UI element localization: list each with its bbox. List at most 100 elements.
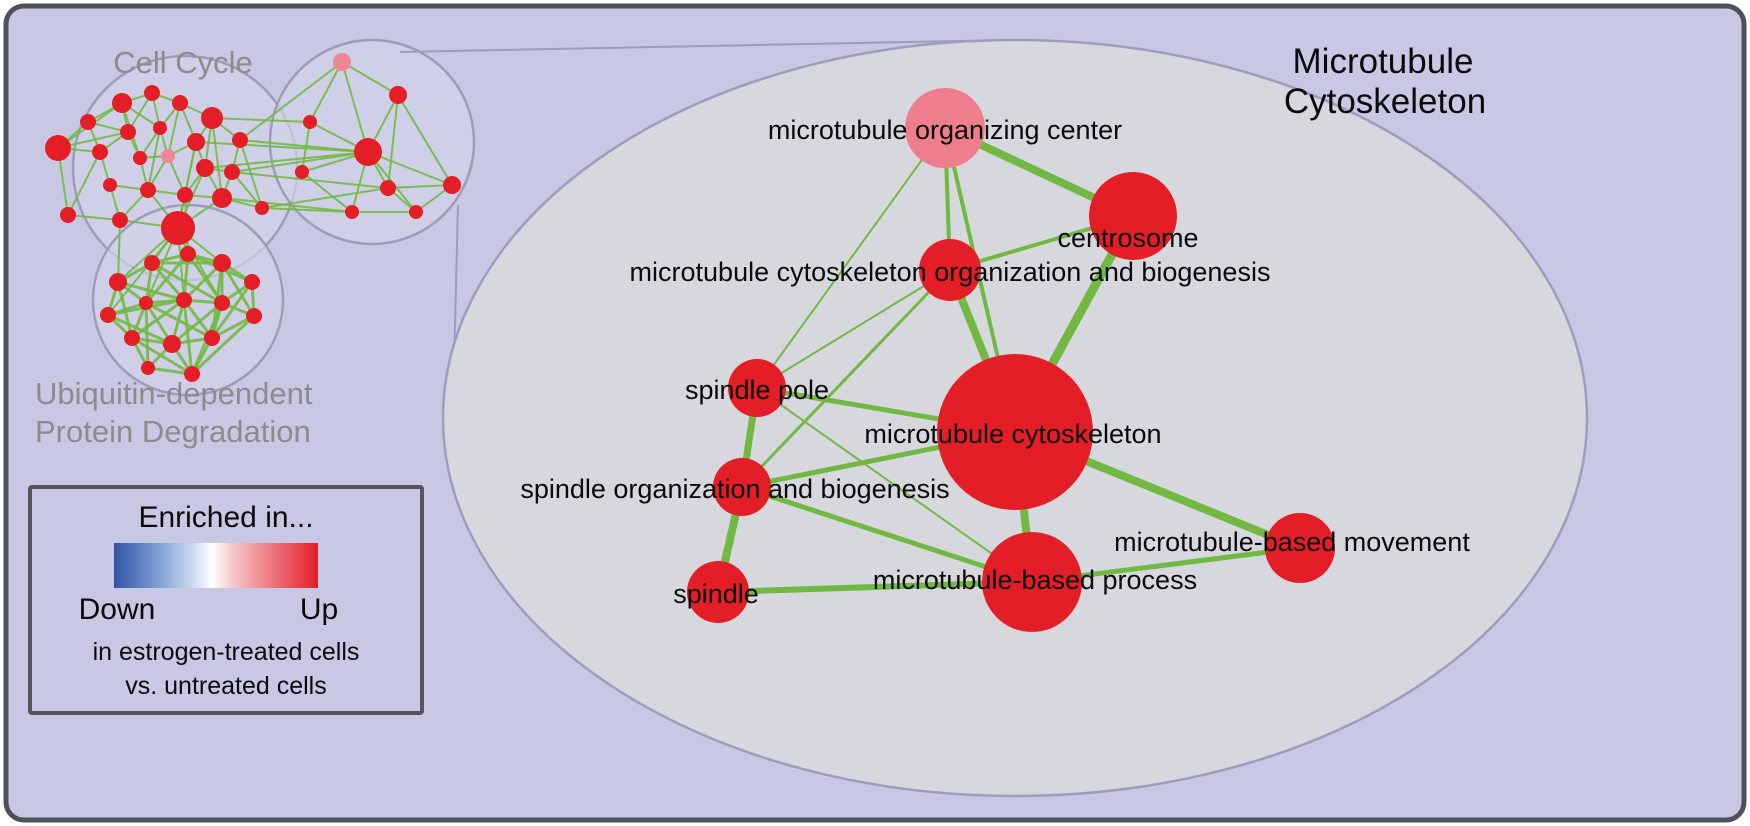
mini-edge <box>397 94 453 186</box>
mini-node <box>112 93 132 113</box>
mini-node <box>92 144 108 160</box>
mini-edge <box>131 298 185 340</box>
cell-cycle-cluster-label: Cell Cycle <box>113 45 253 80</box>
mini-node <box>201 107 223 129</box>
mini-node <box>224 164 240 180</box>
mini-edge <box>107 313 173 346</box>
legend-down-label: Down <box>79 593 156 626</box>
mini-node <box>255 201 269 215</box>
mini-edge <box>341 61 399 96</box>
mini-edge <box>210 281 254 339</box>
mini-node <box>112 212 128 228</box>
legend-title: Enriched in... <box>138 501 313 534</box>
legend-box <box>28 485 424 715</box>
mini-node <box>124 330 140 346</box>
mini-edge <box>171 301 223 346</box>
node-label-mtprocess: microtubule-based process <box>873 565 1197 595</box>
mini-node <box>295 165 309 179</box>
mini-edge <box>231 151 369 173</box>
node-label-spindle: spindle <box>673 579 759 609</box>
node-label-moc: microtubule organizing center <box>768 115 1122 145</box>
mini-node <box>212 188 232 208</box>
mini-node <box>187 133 205 151</box>
mini-edge <box>309 61 343 123</box>
mini-edge <box>239 61 343 141</box>
node-label-centrosome: centrosome <box>1057 223 1198 253</box>
figure-title-line1: Microtubule <box>1293 42 1474 81</box>
ubiquitin-cluster-label-line2: Protein Degradation <box>35 414 311 449</box>
mini-node <box>109 273 127 291</box>
mini-node <box>246 308 262 324</box>
edge-spindle-mtprocess <box>715 579 1035 595</box>
zoom-callout-line <box>399 39 1013 53</box>
mini-node <box>60 207 76 223</box>
node-label-orgbio: microtubule cytoskeleton organization an… <box>630 257 1271 287</box>
main-network-labels: microtubule organizing center centrosome m… <box>520 115 1470 609</box>
edge-moc-spindlepole <box>756 127 946 389</box>
mini-node <box>139 296 153 310</box>
mini-edge <box>117 219 121 283</box>
mini-node <box>161 149 175 163</box>
mini-node <box>409 205 423 219</box>
mini-node <box>45 135 71 161</box>
mini-edge <box>150 262 186 301</box>
mini-edge <box>182 299 194 375</box>
mini-node <box>120 124 136 140</box>
mini-node <box>196 159 214 177</box>
mini-node <box>354 138 382 166</box>
node-label-spindlepole: spindle pole <box>685 375 829 405</box>
node-mtprocess <box>982 532 1082 632</box>
node-mtcyto <box>937 354 1093 510</box>
legend-caption-line2: vs. untreated cells <box>125 672 327 700</box>
mini-node <box>80 114 96 130</box>
figure-title-line2: Cytoskeleton <box>1284 82 1486 121</box>
node-label-mtmovement: microtubule-based movement <box>1114 527 1470 557</box>
legend-gradient-bar <box>114 543 318 588</box>
mini-edge <box>195 141 369 153</box>
mini-node <box>144 255 160 271</box>
node-spindlepole <box>728 359 786 417</box>
mini-edge <box>220 262 256 317</box>
mini-node <box>380 180 396 196</box>
mini-edge <box>147 127 161 191</box>
mini-node <box>163 335 181 353</box>
edge-orgbio-spindlepole <box>756 269 951 389</box>
mini-edge <box>387 94 399 189</box>
mini-edge <box>231 171 389 189</box>
edge-spindleorg-mtprocess <box>739 484 1035 585</box>
mini-edge <box>151 261 223 305</box>
mini-node <box>144 85 160 101</box>
node-mtmovement <box>1265 513 1335 583</box>
mini-node <box>443 176 461 194</box>
mini-node <box>140 182 156 198</box>
mini-node <box>184 366 200 382</box>
mini-edge <box>167 102 181 157</box>
mini-node <box>153 121 167 135</box>
mini-edge <box>341 61 369 153</box>
mini-node <box>213 254 231 272</box>
mini-edge <box>211 117 311 123</box>
mini-node <box>204 330 220 346</box>
mini-node <box>180 246 196 262</box>
mini-node <box>133 151 147 165</box>
mini-edge <box>211 117 223 199</box>
mini-edge <box>67 214 121 221</box>
node-moc <box>905 88 985 168</box>
ubiquitin-cluster-label-line1: Ubiquitin-dependent <box>35 376 313 411</box>
main-network-nodes <box>687 88 1335 632</box>
node-label-mtcyto: microtubule cytoskeleton <box>864 419 1161 449</box>
mini-node <box>345 205 359 219</box>
mini-node <box>161 211 195 245</box>
mini-node <box>333 53 351 71</box>
mini-edge <box>144 302 150 369</box>
mini-node <box>214 295 230 311</box>
mini-edge <box>261 207 353 213</box>
mini-node <box>244 274 260 290</box>
mini-node <box>103 178 117 192</box>
mini-edge <box>190 314 256 376</box>
mini-node <box>232 132 248 148</box>
legend-up-label: Up <box>300 593 338 626</box>
mini-edge <box>301 171 353 213</box>
